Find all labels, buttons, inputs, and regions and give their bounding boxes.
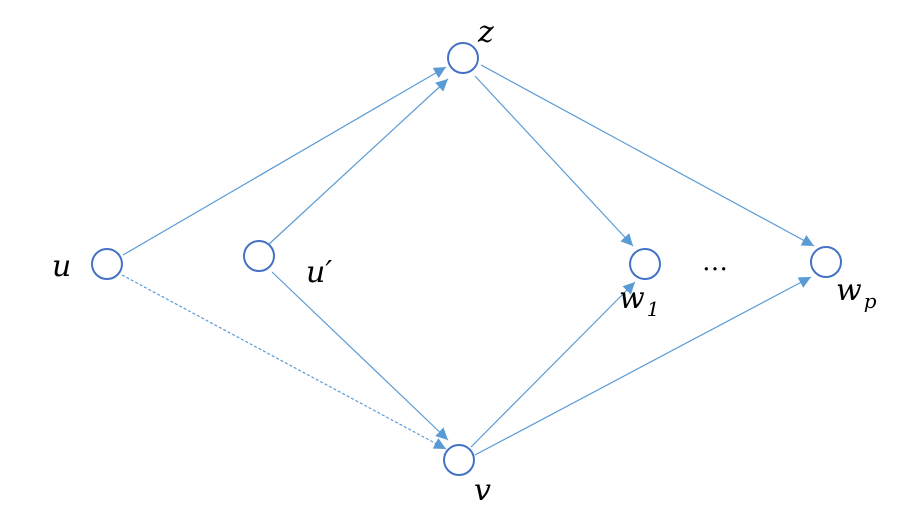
label-w1-subscript: 1 — [647, 297, 660, 321]
nodes — [91, 42, 842, 476]
edge-z-to-wp — [480, 64, 815, 247]
node-u-prime — [243, 240, 275, 272]
edge-u-prime-to-v — [271, 271, 449, 441]
edge-z-to-w1 — [474, 75, 634, 247]
edge-u-to-v — [121, 274, 447, 450]
label-z: z — [477, 15, 494, 50]
edges — [121, 64, 815, 456]
node-u — [91, 248, 123, 280]
edge-v-to-wp — [474, 276, 812, 456]
label-u-prime: u′ — [306, 255, 332, 290]
node-v — [443, 444, 475, 476]
label-wp-base: w — [836, 273, 862, 308]
node-wp — [810, 246, 842, 278]
edge-v-to-w1 — [470, 281, 636, 448]
ellipsis: … — [702, 247, 728, 277]
label-v: v — [474, 473, 491, 508]
label-u: u — [52, 249, 71, 284]
node-z — [447, 42, 479, 74]
label-w1-base: w — [619, 281, 645, 316]
label-wp-subscript: p — [864, 289, 877, 313]
edge-u-prime-to-z — [267, 78, 449, 246]
node-w1 — [629, 248, 661, 280]
edge-u-to-z — [122, 66, 447, 256]
